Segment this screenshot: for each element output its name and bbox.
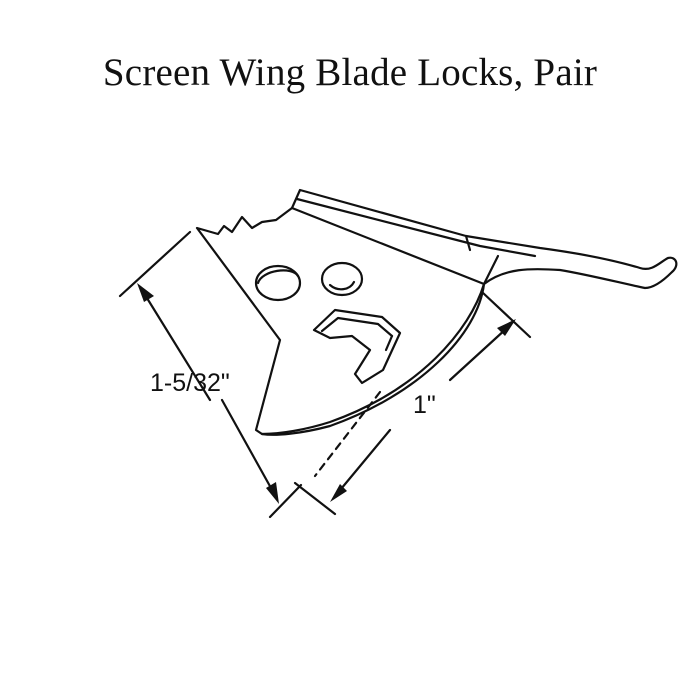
product-title: Screen Wing Blade Locks, Pair: [102, 51, 598, 94]
height-arrow-top: [137, 283, 154, 302]
width-arrow-bottom: [330, 484, 347, 502]
round-hole-left: [254, 264, 302, 302]
width-arrow-top: [497, 319, 516, 336]
blade-plate: [195, 206, 486, 436]
height-dimension: [118, 230, 303, 519]
width-dimension: [293, 290, 532, 516]
width-label: 1": [413, 391, 436, 419]
height-label: 1-5/32": [150, 369, 230, 397]
height-arrow-bottom: [266, 482, 279, 504]
round-hole-right: [320, 261, 364, 297]
slot-tab: [312, 308, 402, 385]
lever-arm: [290, 188, 678, 290]
